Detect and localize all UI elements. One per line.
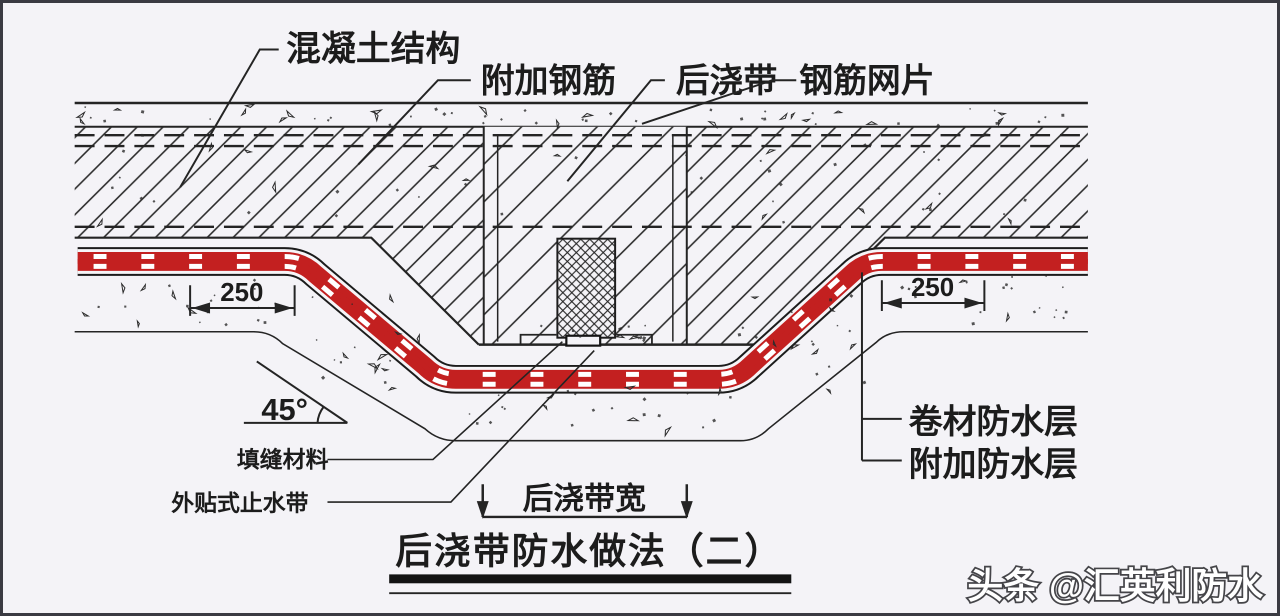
leader-post-cast-strip	[566, 79, 665, 182]
post-cast-strip-waterproofing-diagram: 250 250 45° 混凝土结构 附加钢筋 后浇带 钢筋网片 卷材防水层 附加…	[74, 30, 1265, 608]
concrete-speckles	[75, 103, 1068, 438]
leader-concrete-structure	[179, 48, 279, 188]
leader-joint-filler	[327, 341, 563, 461]
label-concrete-structure: 混凝土结构	[286, 30, 460, 69]
label-post-cast-strip: 后浇带	[676, 62, 778, 100]
dim-left-250: 250	[189, 279, 296, 316]
callouts-top: 混凝土结构 附加钢筋 后浇带 钢筋网片	[179, 30, 935, 188]
dim-left-250-text: 250	[220, 279, 263, 307]
leader-external-waterstop	[327, 350, 595, 503]
callouts-bottom-left: 填缝材料 外贴式止水带	[171, 341, 595, 516]
strip-joint-lines-inner	[496, 135, 674, 342]
label-additional-membrane-layer: 附加防水层	[909, 445, 1078, 483]
drawing-title-block: 后浇带防水做法（二）	[389, 531, 792, 595]
angle-annotation: 45°	[243, 360, 348, 427]
dim-right-250-text: 250	[911, 274, 954, 302]
label-rebar-mesh: 钢筋网片	[799, 62, 934, 100]
label-membrane-layer: 卷材防水层	[909, 403, 1078, 441]
joint-filler-crosshatch	[557, 238, 616, 338]
dim-strip-width-text: 后浇带宽	[523, 481, 647, 516]
callouts-right: 卷材防水层 附加防水层	[860, 272, 1078, 483]
dim-strip-width: 后浇带宽	[476, 481, 693, 519]
concrete-slab	[74, 101, 1088, 346]
membrane-band	[77, 247, 1088, 394]
drawing-title: 后浇带防水做法（二）	[395, 531, 783, 572]
external-waterstop-strip	[565, 334, 602, 347]
label-joint-filler: 填缝材料	[237, 446, 329, 472]
watermark: 头条 @汇英利防水	[967, 566, 1263, 606]
strip-joint-lines-outer	[482, 126, 688, 345]
leader-additional-rebar	[357, 79, 471, 166]
leader-rebar-mesh	[641, 79, 797, 125]
label-external-waterstop: 外贴式止水带	[171, 490, 308, 516]
title-underline-thick	[389, 574, 792, 584]
joint-rebate-steps	[519, 333, 653, 345]
leader-membrane-layers	[860, 272, 902, 462]
membrane-center-seam	[77, 258, 1088, 382]
dim-right-250: 250	[880, 274, 986, 311]
joint-detail	[519, 237, 653, 347]
cushion-bottom-line	[74, 330, 1088, 442]
angle-text: 45°	[261, 392, 308, 427]
label-additional-rebar: 附加钢筋	[481, 62, 616, 100]
